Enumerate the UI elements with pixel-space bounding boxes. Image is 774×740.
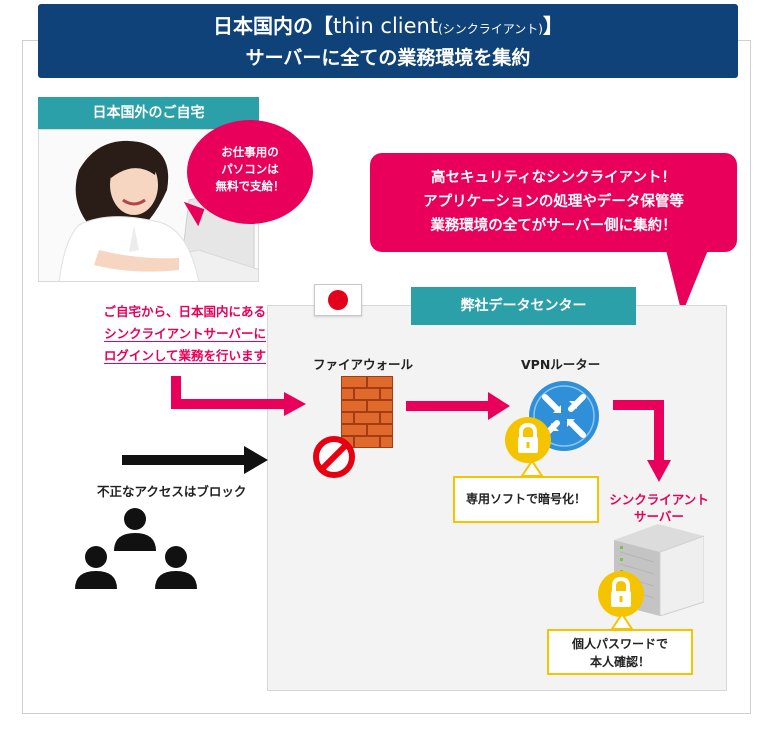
blocked-access-label: 不正なアクセスはブロック [97,484,247,499]
security-bubble: 高セキュリティなシンクライアント！ アプリケーションの処理やデータ保管等 業務環… [370,153,737,252]
security-bubble-tail [666,250,708,314]
firewall-label: ファイアウォール [313,357,414,372]
router-to-server-arrow [613,400,671,482]
router-label: VPNルーター [521,357,601,372]
title-line-2: サーバーに全ての業務環境を集約 [245,47,531,69]
woman-at-laptop-illustration [39,130,258,281]
people-group-icon [75,508,197,589]
server-lock-icon [598,571,644,617]
blocked-access-arrow [122,446,268,474]
block-icon [313,436,355,478]
server-label: シンクライアント サーバー [609,492,709,524]
japan-flag-icon [314,284,362,316]
router-lock-icon [505,417,551,463]
datacenter-label: 弊社データセンター [411,287,636,325]
firewall-to-router-arrow [406,392,510,420]
home-to-firewall-arrow [171,376,306,416]
encrypt-callout: 専用ソフトで暗号化！ [453,476,599,523]
title-line-1: 日本国内の【thin client(シンクライアント)】 [213,14,563,38]
firewall-brick-icon [341,376,393,448]
remote-login-text: ご自宅から、日本国内にある シンクライアントサーバーに ログインして業務を行いま… [103,304,266,364]
home-label: 日本国外のご自宅 [38,97,259,129]
page-title: 日本国内の【thin client(シンクライアント)】 サーバーに全ての業務環… [38,4,738,78]
auth-callout: 個人パスワードで 本人確認！ [547,629,693,675]
free-pc-bubble: お仕事用の パソコンは 無料で支給！ [187,120,313,224]
